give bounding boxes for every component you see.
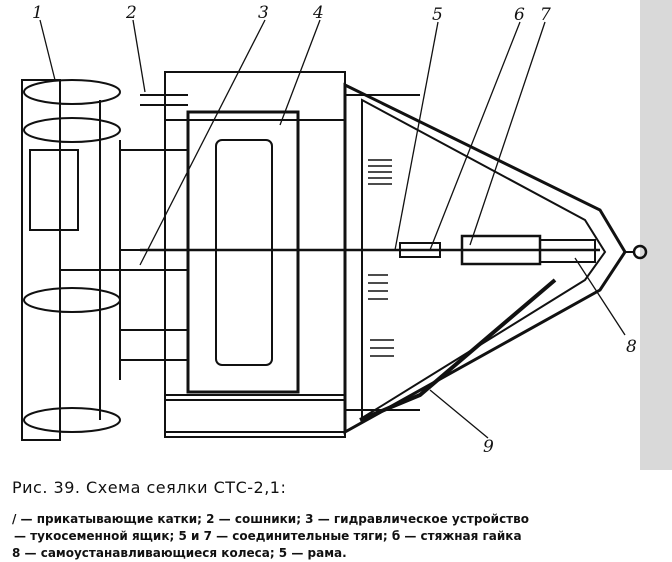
springs [368, 159, 394, 357]
label-8: 8 [626, 337, 637, 357]
label-1: 1 [32, 3, 43, 23]
turnbuckle [399, 242, 441, 258]
wheel-assembly [539, 239, 596, 263]
drawbar-inner [361, 98, 607, 420]
label-5: 5 [432, 5, 443, 25]
scan-shadow [640, 0, 672, 470]
label-2: 2 [125, 3, 137, 23]
caption-title: Рис. 39. Схема сеялки СТС-2,1: [12, 478, 287, 497]
legend-line-2: — тукосеменной ящик; 5 и 7 — соединитель… [14, 529, 522, 543]
lower-arm [359, 278, 557, 422]
seed-hopper [186, 110, 300, 394]
label-9: 9 [483, 437, 494, 457]
legend-line-1: / — прикатывающие катки; 2 — сошники; 3 … [12, 512, 529, 526]
openers [60, 94, 188, 361]
packer-rollers [21, 79, 121, 441]
legend-line-3: 8 — самоустанавливающиеся колеса; 5 — ра… [12, 546, 347, 560]
machine-outline [21, 71, 648, 441]
lower-beam [164, 399, 346, 433]
figure-caption: Рис. 39. Схема сеялки СТС-2,1: / — прика… [12, 478, 668, 562]
label-7: 7 [540, 5, 551, 25]
hopper-lid [215, 139, 273, 366]
seeder-drawing: 1 2 3 4 5 6 7 8 9 [21, 0, 672, 470]
caption-legend: / — прикатывающие катки; 2 — сошники; 3 … [12, 511, 668, 562]
label-4: 4 [312, 3, 324, 23]
frame [164, 71, 346, 438]
drawbar-outer [343, 82, 627, 435]
leader-lines [39, 19, 626, 439]
label-6: 6 [514, 5, 525, 25]
label-3: 3 [258, 3, 269, 23]
seeder-diagram: 1 2 3 4 5 6 7 8 9 [21, 0, 672, 470]
